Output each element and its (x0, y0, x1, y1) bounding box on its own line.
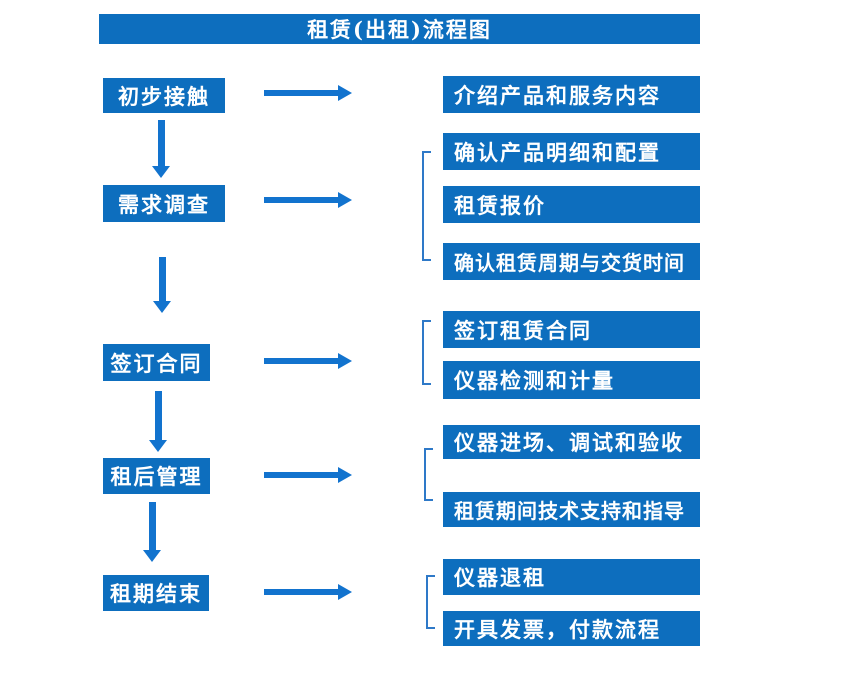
detail-box: 签订租赁合同 (443, 311, 700, 348)
diagram-title: 租赁(出租)流程图 (307, 17, 492, 42)
right-arrow-icon (264, 584, 352, 600)
diagram-title-bar: 租赁(出租)流程图 (99, 14, 700, 44)
step-box-rental-end: 租期结束 (103, 575, 209, 611)
detail-box: 仪器退租 (443, 559, 700, 595)
step-box-demand-survey: 需求调查 (103, 185, 225, 222)
detail-box: 仪器进场、调试和验收 (443, 425, 700, 459)
detail-box: 开具发票，付款流程 (443, 611, 700, 646)
group-bracket (422, 151, 431, 261)
group-bracket (422, 320, 431, 385)
step-box-initial-contact: 初步接触 (103, 78, 225, 113)
detail-box: 租赁期间技术支持和指导 (443, 492, 700, 527)
step-box-sign-contract: 签订合同 (103, 344, 210, 381)
right-arrow-icon (264, 192, 352, 208)
right-arrow-icon (264, 467, 352, 483)
detail-box: 仪器检测和计量 (443, 361, 700, 399)
detail-box: 租赁报价 (443, 186, 700, 223)
down-arrow-icon (143, 502, 161, 562)
right-arrow-icon (264, 353, 352, 369)
down-arrow-icon (149, 391, 167, 452)
right-arrow-icon (264, 85, 352, 101)
step-box-post-rental-management: 租后管理 (103, 458, 210, 494)
group-bracket (426, 575, 435, 629)
group-bracket (424, 448, 433, 501)
detail-box: 确认租赁周期与交货时间 (443, 243, 700, 280)
down-arrow-icon (153, 257, 171, 313)
detail-box: 确认产品明细和配置 (443, 133, 700, 170)
down-arrow-icon (152, 120, 170, 178)
detail-box: 介绍产品和服务内容 (443, 76, 700, 113)
